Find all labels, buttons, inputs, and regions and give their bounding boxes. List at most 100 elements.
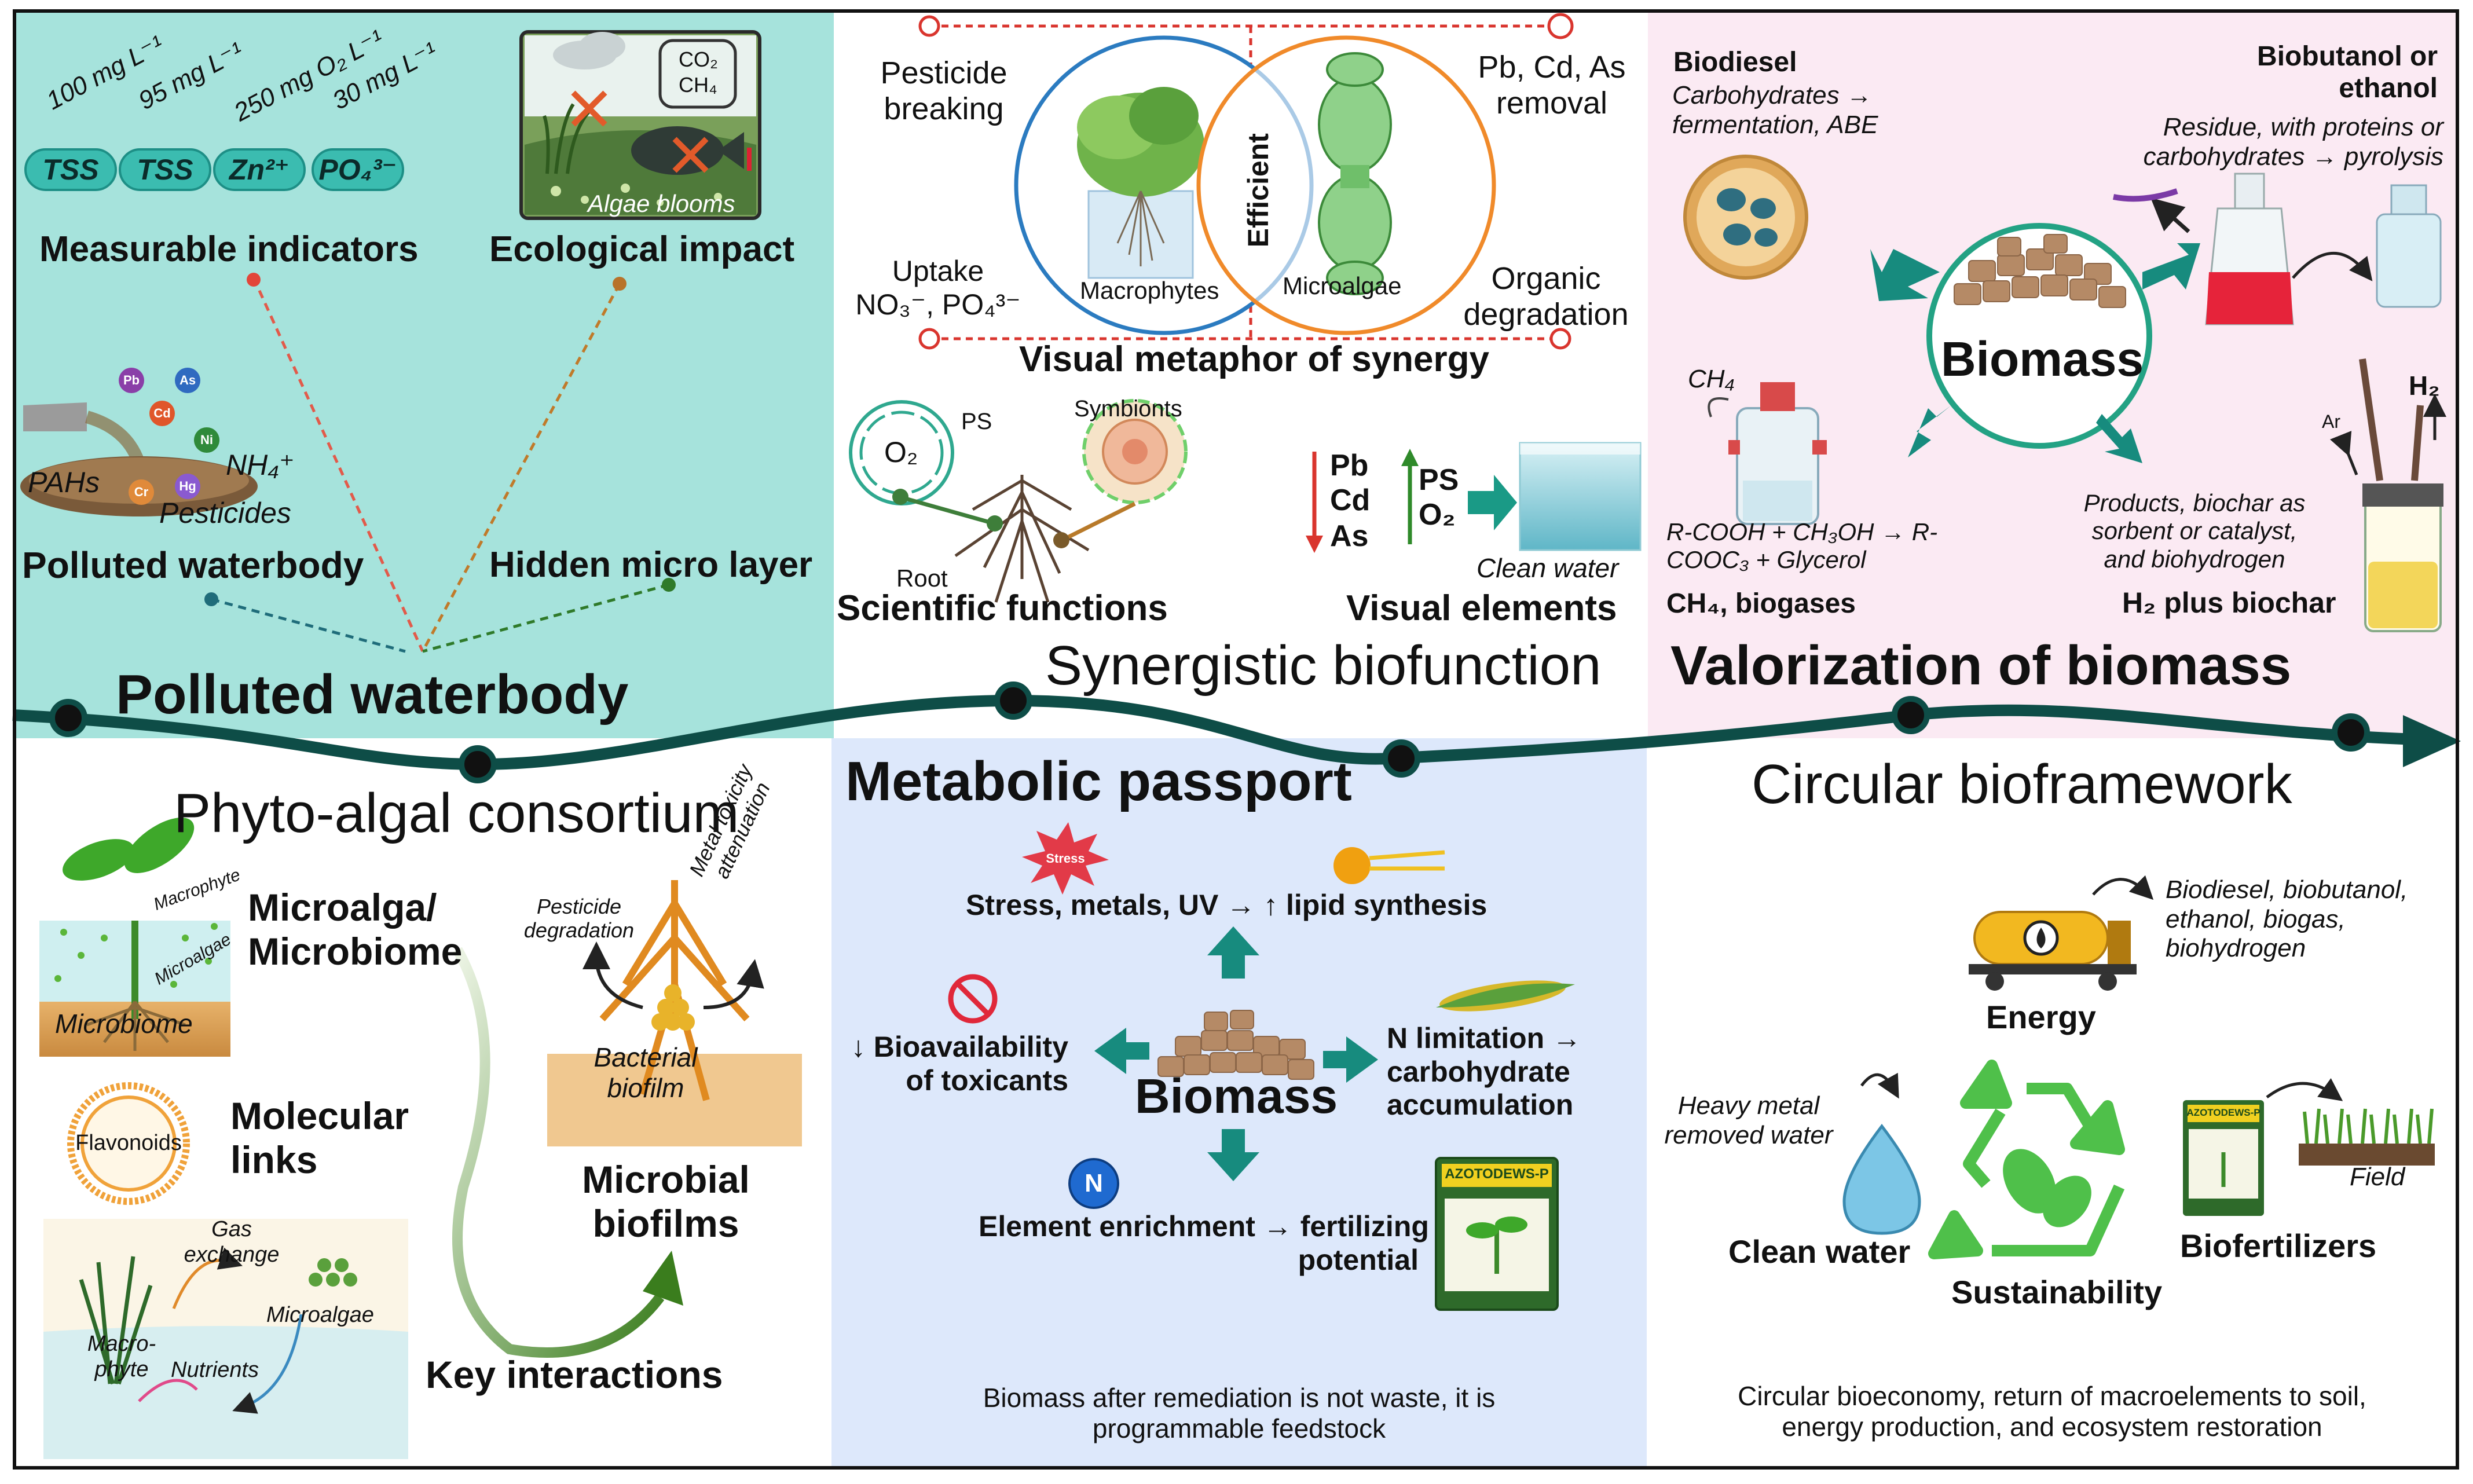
ch4-reactor-label: CH₄: [1688, 365, 1735, 393]
metal-cd: Cd: [149, 401, 175, 426]
field-label: Field: [2350, 1163, 2405, 1191]
connector-node: [918, 15, 940, 37]
biomass-hub: [1926, 223, 2152, 449]
impact-dot: [613, 277, 627, 291]
corn-icon: [1436, 980, 1575, 1012]
bottle-icon: [2376, 184, 2442, 308]
node-dot: [1053, 532, 1069, 548]
element-pb: Pb: [1330, 449, 1369, 482]
h2-label: H₂: [2409, 371, 2440, 401]
biodiesel-label: Biodiesel: [1673, 47, 1797, 78]
symbionts-icon: [1082, 399, 1188, 504]
macrophyte-consortium-label: Macro- phyte: [87, 1332, 156, 1382]
stress-line-label: Stress, metals, UV → ↑ lipid synthesis: [966, 889, 1488, 921]
biodiesel-cell-icon: [1683, 155, 1808, 280]
clean-water-visual-label: Clean water: [1477, 553, 1619, 583]
passport-biomass-pile: [1157, 1010, 1314, 1080]
biofertilizer-bag-icon: [2183, 1078, 2343, 1216]
flavonoids-label: Flavonoids: [75, 1131, 182, 1155]
circular-panel-title: Circular bioframework: [1752, 753, 2292, 815]
microalga-microbiome-label: Microalga/ Microbiome: [248, 886, 463, 973]
ecological-impact-label: Ecological impact: [489, 229, 795, 269]
scientific-functions-label: Scientific functions: [837, 588, 1168, 628]
node-dot: [892, 489, 908, 505]
ar-label: Ar: [2322, 411, 2340, 432]
indicator-connectors: [211, 277, 669, 653]
macrophytes-label: Macrophytes: [1080, 277, 1219, 304]
clean-water-icon: [1519, 442, 1642, 551]
pesticide-degradation-label: Pesticide degradation: [523, 895, 635, 943]
n-limitation-label: N limitation → carbohydrate accumulation: [1387, 1022, 1582, 1121]
measurable-indicators-label: Measurable indicators: [39, 229, 419, 269]
lipid-icon: [1333, 847, 1445, 884]
fertilizer-bag-icon: [1435, 1157, 1559, 1311]
recycle-icon: [1928, 1060, 2125, 1259]
pahs-label: PAHs: [28, 466, 100, 499]
microalgae-consortium-label: Microalgae: [266, 1303, 374, 1327]
o2-link: [903, 496, 996, 526]
biobutanol-label: Biobutanol or ethanol: [2257, 41, 2438, 104]
field-icon: [2299, 1108, 2435, 1166]
circular-bag-title: AZOTODEWS-P: [2186, 1107, 2260, 1118]
biofertilizers-label: Biofertilizers: [2180, 1227, 2377, 1264]
indicator-pill-zn: Zn²⁺: [213, 148, 306, 191]
key-interactions-label: Key interactions: [426, 1353, 723, 1396]
element-arrows: [1306, 449, 1419, 553]
h2-biochar-label: H₂ plus biochar: [2122, 587, 2336, 619]
syringe-vial-icon: [2330, 358, 2446, 632]
nh4-label: NH₄⁺: [226, 449, 295, 481]
pesticides-label: Pesticides: [159, 497, 291, 529]
products-label: Products, biochar as sorbent or catalyst…: [2083, 489, 2306, 573]
heavy-metal-water-label: Heavy metal removed water: [1664, 1091, 1833, 1149]
gas-exchange-label: Gas exchange: [184, 1217, 280, 1267]
element-enrichment-label: Element enrichment → fertilizing potenti…: [979, 1210, 1429, 1276]
ch4-biogases-label: CH₄, biogases: [1666, 588, 1856, 619]
consortium-panel-title: Phyto-algal consortium: [174, 782, 739, 844]
element-cd: Cd: [1330, 483, 1371, 517]
energy-tanker-icon: [1969, 875, 2154, 991]
transesterification-label: R-COOH + CH₃OH → R- COOC₃ + Glycerol: [1666, 518, 1938, 574]
polluted-waterbody-label: Polluted waterbody: [22, 544, 364, 586]
passport-arrows: [1094, 926, 1378, 1181]
valorization-arrows: [1870, 243, 2200, 463]
clean-water-label: Clean water: [1728, 1233, 1911, 1270]
stress-icon: [1022, 822, 1109, 895]
biofilm-root-icon: [547, 880, 802, 1146]
metal-removal-label: Pb, Cd, As removal: [1478, 50, 1626, 121]
ecological-impact-icon: [519, 30, 761, 220]
passport-biomass-label: Biomass: [1135, 1069, 1338, 1123]
timeline-nodes: [49, 681, 2370, 783]
indicator-pill-tss-2: TSS: [119, 148, 211, 191]
algae-blooms-label: Algae blooms: [588, 190, 735, 217]
biodiesel-desc: Carbohydrates → fermentation, ABE: [1672, 81, 1878, 139]
passport-footer: Biomass after remediation is not waste, …: [983, 1383, 1496, 1443]
metal-hg: Hg: [175, 474, 200, 499]
valorization-panel-title: Valorization of biomass: [1670, 635, 2292, 697]
gas-exchange-icon: [43, 1219, 408, 1459]
hidden-micro-layer-label: Hidden micro layer: [489, 545, 813, 585]
organic-degradation-label: Organic degradation: [1463, 261, 1629, 332]
reactor-icon: [1708, 382, 1827, 525]
o2-ring-label: O₂: [884, 436, 918, 468]
connector-node: [1547, 13, 1574, 39]
microalgae-circle: [1196, 35, 1496, 335]
symbionts-label: Symbionts: [1074, 396, 1182, 422]
connector-node: [1549, 328, 1571, 350]
valorization-biomass-label: Biomass: [1941, 332, 2144, 386]
root-icon: [954, 475, 1090, 603]
metal-ni: Ni: [194, 427, 219, 453]
molecular-links-label: Molecular links: [230, 1094, 409, 1181]
metal-pb: Pb: [119, 368, 144, 393]
metal-cr: Cr: [129, 479, 154, 505]
nutrients-label: Nutrients: [171, 1358, 259, 1382]
microbiome-label: Microbiome: [55, 1009, 193, 1039]
flask-icon: [2113, 173, 2373, 325]
indicator-dot: [247, 273, 261, 287]
timeline: [12, 694, 2461, 771]
no-sign-icon: [948, 974, 998, 1024]
symbiont-link: [1058, 501, 1136, 544]
visual-elements-label: Visual elements: [1346, 588, 1617, 628]
ch4-label: CH₄: [679, 73, 717, 97]
indicator-pill-tss: TSS: [24, 148, 117, 191]
